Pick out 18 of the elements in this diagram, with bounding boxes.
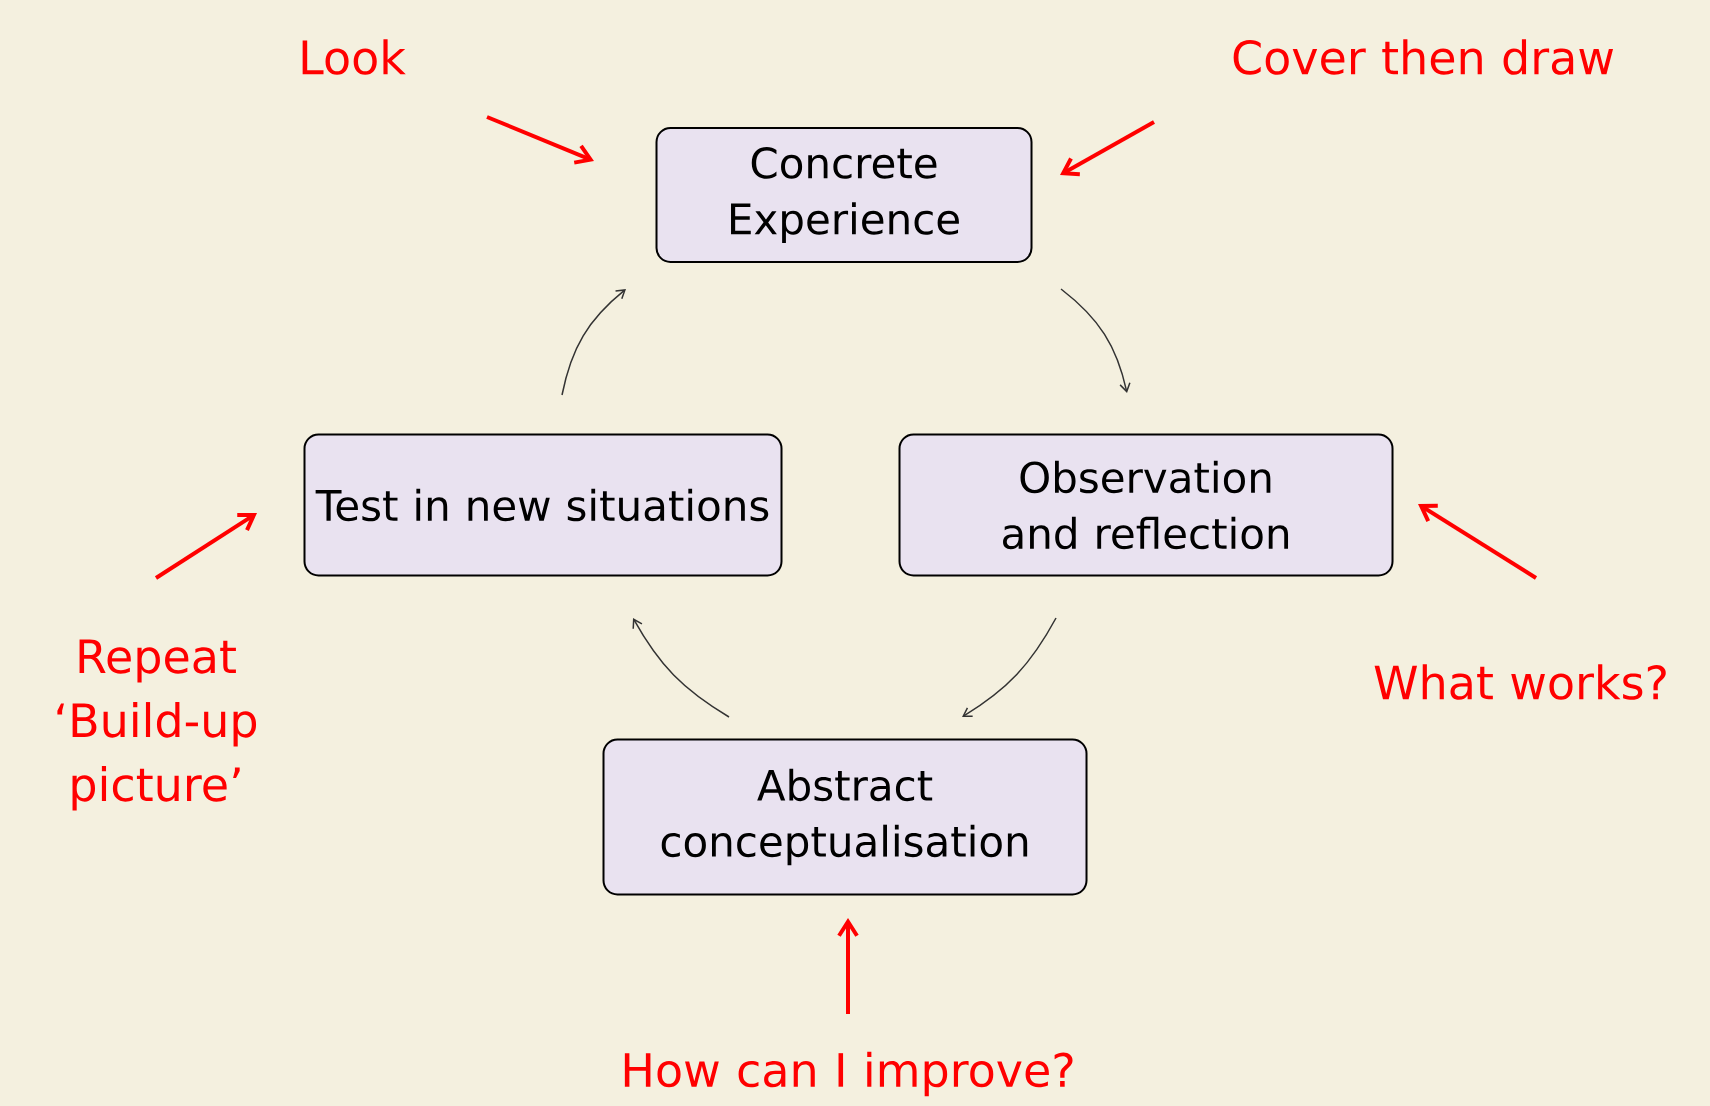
- arrow: [154, 513, 257, 580]
- annotation-text: Look: [302, 39, 406, 75]
- annotation-text: How can I improve?: [624, 1051, 1073, 1097]
- annotation-text: Repeat ‘Build-up picture’: [57, 639, 257, 811]
- arrow: [1060, 288, 1131, 393]
- annotation-text: What works?: [1374, 664, 1666, 700]
- annotation-text: Cover then draw: [1233, 39, 1614, 75]
- process-box: Concrete Experience: [655, 127, 1033, 263]
- arrow: [837, 918, 859, 1014]
- arrow: [1060, 120, 1155, 177]
- arrow: [962, 617, 1057, 718]
- arrow: [1418, 503, 1538, 580]
- arrow: [632, 618, 730, 718]
- process-box: Abstract conceptualisation: [602, 738, 1088, 896]
- process-box: Test in new situations: [303, 433, 783, 577]
- arrow: [561, 289, 626, 396]
- arrow: [486, 115, 594, 165]
- process-box: Observation and reflection: [898, 433, 1394, 577]
